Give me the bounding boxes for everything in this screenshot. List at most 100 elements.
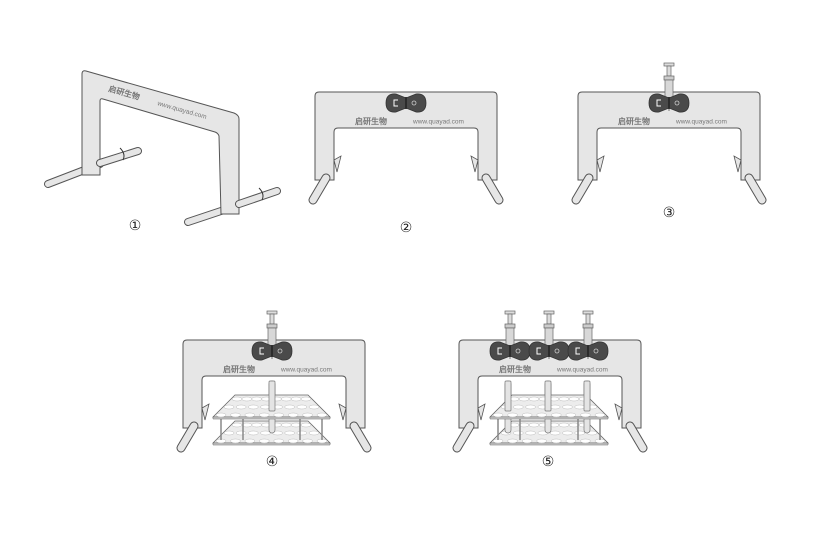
- rack-hole: [308, 430, 320, 436]
- syringe-barrel: [505, 327, 515, 347]
- rack-hole: [551, 412, 562, 418]
- rotate-arrow-icon: [119, 147, 125, 161]
- rack-hole: [521, 438, 533, 444]
- test-tube-top: [583, 380, 591, 412]
- rack-hole: [244, 412, 256, 418]
- step-2-label: ②: [400, 220, 413, 236]
- syringe-plunger: [507, 313, 513, 325]
- left-foot-rod: [453, 422, 474, 452]
- rack-hole: [230, 438, 241, 444]
- syringe-barrel: [544, 327, 554, 347]
- syringe-flange: [663, 75, 675, 81]
- rack-hole: [241, 396, 253, 402]
- tray-edge: [489, 416, 609, 420]
- rack-hole: [525, 404, 536, 410]
- frame-panel: [81, 70, 240, 215]
- rack-hole: [525, 430, 536, 436]
- syringe-plunger: [546, 313, 552, 325]
- foot-bracket: [470, 155, 479, 173]
- rack-hole: [580, 438, 591, 444]
- foot-bracket: [338, 403, 347, 421]
- rack-hole: [290, 396, 302, 402]
- rack-hole: [580, 412, 591, 418]
- rack-hole: [223, 430, 235, 436]
- frame-panel: [314, 91, 498, 181]
- foot-bracket: [614, 403, 623, 421]
- clamp-o-mark: [515, 348, 521, 354]
- frame-panel: [577, 91, 761, 181]
- rack-hole: [259, 412, 270, 418]
- rack-hole: [296, 430, 308, 436]
- rack-hole: [302, 412, 313, 418]
- rack-hole: [565, 438, 577, 444]
- step-4-label: ④: [266, 454, 279, 470]
- step-3-label: ③: [663, 205, 676, 221]
- clamp-o-mark: [593, 348, 599, 354]
- foot-bracket: [333, 155, 342, 173]
- foot-bracket: [201, 403, 210, 421]
- clamp-c-mark: [656, 99, 661, 107]
- rack-hole: [594, 412, 606, 418]
- rack-hole: [513, 430, 524, 436]
- rack-hole: [507, 438, 518, 444]
- syringe-flange: [582, 323, 594, 329]
- syringe-barrel: [267, 327, 277, 347]
- clamp: [648, 93, 690, 113]
- clamp-c-mark: [575, 347, 580, 355]
- syringe-plunger-cap: [504, 310, 516, 315]
- rack-hole: [308, 404, 320, 410]
- clamp-o-mark: [674, 100, 680, 106]
- rack-hole: [549, 430, 561, 436]
- rack-hole: [562, 404, 573, 410]
- frame-panel: [182, 339, 366, 429]
- rack-hole: [551, 438, 562, 444]
- rack-hole: [518, 396, 530, 402]
- syringe: [266, 310, 278, 359]
- clamp-c-mark: [536, 347, 541, 355]
- rack-hole: [300, 422, 312, 428]
- rack-hole: [558, 396, 570, 402]
- syringe-plunger-cap: [582, 310, 594, 315]
- clamp: [528, 341, 570, 361]
- url-text: www.quayad.com: [675, 119, 727, 126]
- clamp-c-mark: [497, 347, 502, 355]
- left-foot-rod: [177, 422, 198, 452]
- tube-rack: [212, 380, 331, 446]
- rack-hole: [316, 412, 328, 418]
- rack-hole: [235, 404, 247, 410]
- rack-hole: [231, 396, 243, 402]
- left-foot-rod: [309, 174, 330, 204]
- syringe-plunger-cap: [266, 310, 278, 315]
- syringe-plunger-cap: [543, 310, 555, 315]
- syringe-plunger-cap: [663, 62, 675, 67]
- rack-hole: [273, 438, 284, 444]
- rack-hole: [259, 438, 270, 444]
- step-1-label: ①: [129, 218, 142, 234]
- inner-pin: [236, 188, 280, 207]
- rack-hole: [302, 438, 313, 444]
- rack-hole: [251, 396, 262, 402]
- right-foot-rod: [745, 174, 766, 204]
- rack-hole: [296, 404, 308, 410]
- syringe-plunger: [666, 65, 672, 77]
- syringe-flange: [504, 323, 516, 329]
- tray-edge: [489, 442, 609, 446]
- syringe-plunger: [269, 313, 275, 325]
- rack-hole: [492, 412, 504, 418]
- rack-hole: [565, 412, 577, 418]
- rack-hole: [574, 430, 585, 436]
- rack-hole: [231, 422, 243, 428]
- rack-hole: [215, 412, 227, 418]
- rack-hole: [248, 404, 259, 410]
- inner-pin: [97, 148, 141, 166]
- clamp: [567, 341, 609, 361]
- rack-hole: [536, 412, 547, 418]
- rack-hole: [281, 422, 292, 428]
- rack-hole: [549, 404, 561, 410]
- rack-hole: [562, 430, 573, 436]
- rack-hole: [284, 430, 295, 436]
- rack-hole: [521, 412, 533, 418]
